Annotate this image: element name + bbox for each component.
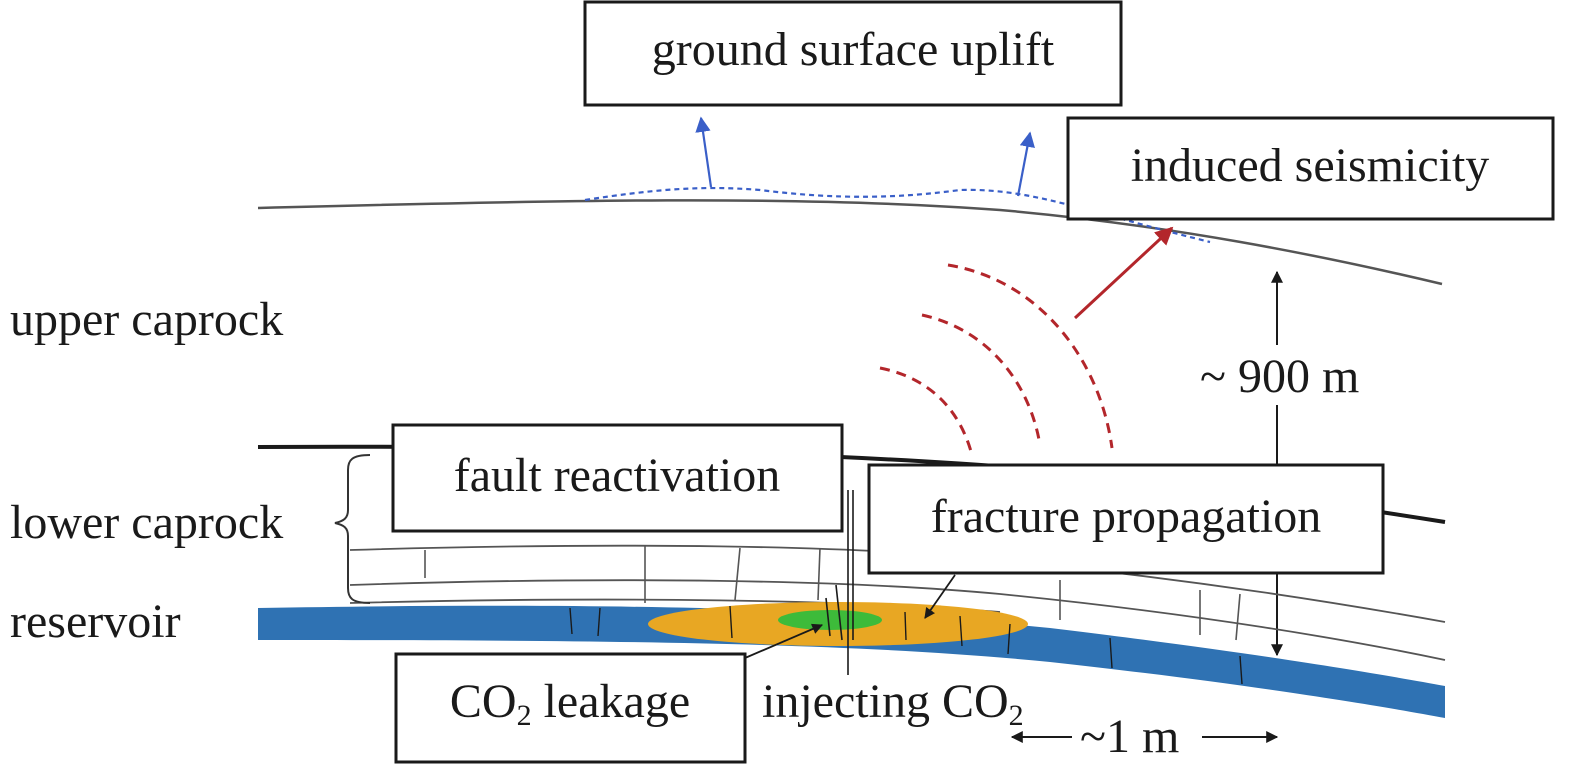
fracture-propagation-label: fracture propagation — [931, 490, 1321, 543]
seismic-waves — [879, 263, 1114, 456]
reservoir-fractures — [569, 605, 1243, 685]
fault-reactivation-box — [391, 423, 844, 533]
reservoir-layer — [258, 605, 1445, 718]
injection-well — [825, 490, 854, 675]
ground-surface-uplift-box — [583, 0, 1123, 107]
induced-seismicity-label: induced seismicity — [1131, 139, 1490, 192]
upper-caprock-label: upper caprock — [10, 293, 283, 346]
ground-surface-line — [257, 199, 1443, 286]
co2-leakage-box — [394, 652, 747, 764]
lower-caprock-brace — [334, 454, 371, 604]
co2-leakage-subscript: 2 — [517, 699, 532, 732]
induced-seismicity-box — [1066, 116, 1555, 221]
leakage-leader — [744, 623, 823, 659]
injecting-co2-label: injecting CO2 — [762, 675, 1024, 732]
lower-caprock-label: lower caprock — [10, 496, 283, 549]
fault-reactivation-label: fault reactivation — [454, 449, 781, 502]
scale-label: ~1 m — [1080, 710, 1179, 763]
injecting-co2-main: injecting CO — [762, 675, 1009, 728]
seismicity-arrow — [1073, 226, 1174, 320]
co2-leakage-co: CO — [450, 675, 517, 728]
depth-label: ~ 900 m — [1200, 350, 1359, 403]
injecting-co2-subscript: 2 — [1009, 699, 1024, 732]
co2-core — [778, 610, 882, 630]
co2-leakage-label: CO2 leakage — [450, 675, 690, 732]
ground-surface-uplift-label: ground surface uplift — [652, 23, 1055, 76]
co2-leakage-rest: leakage — [532, 675, 691, 728]
reservoir-label: reservoir — [10, 595, 181, 648]
uplift-arrow-left — [695, 116, 713, 188]
uplift-arrow-right — [1016, 131, 1035, 197]
caprock-fractures — [424, 545, 1241, 641]
fracture-leader — [924, 574, 956, 619]
fracture-propagation-box — [867, 463, 1385, 575]
